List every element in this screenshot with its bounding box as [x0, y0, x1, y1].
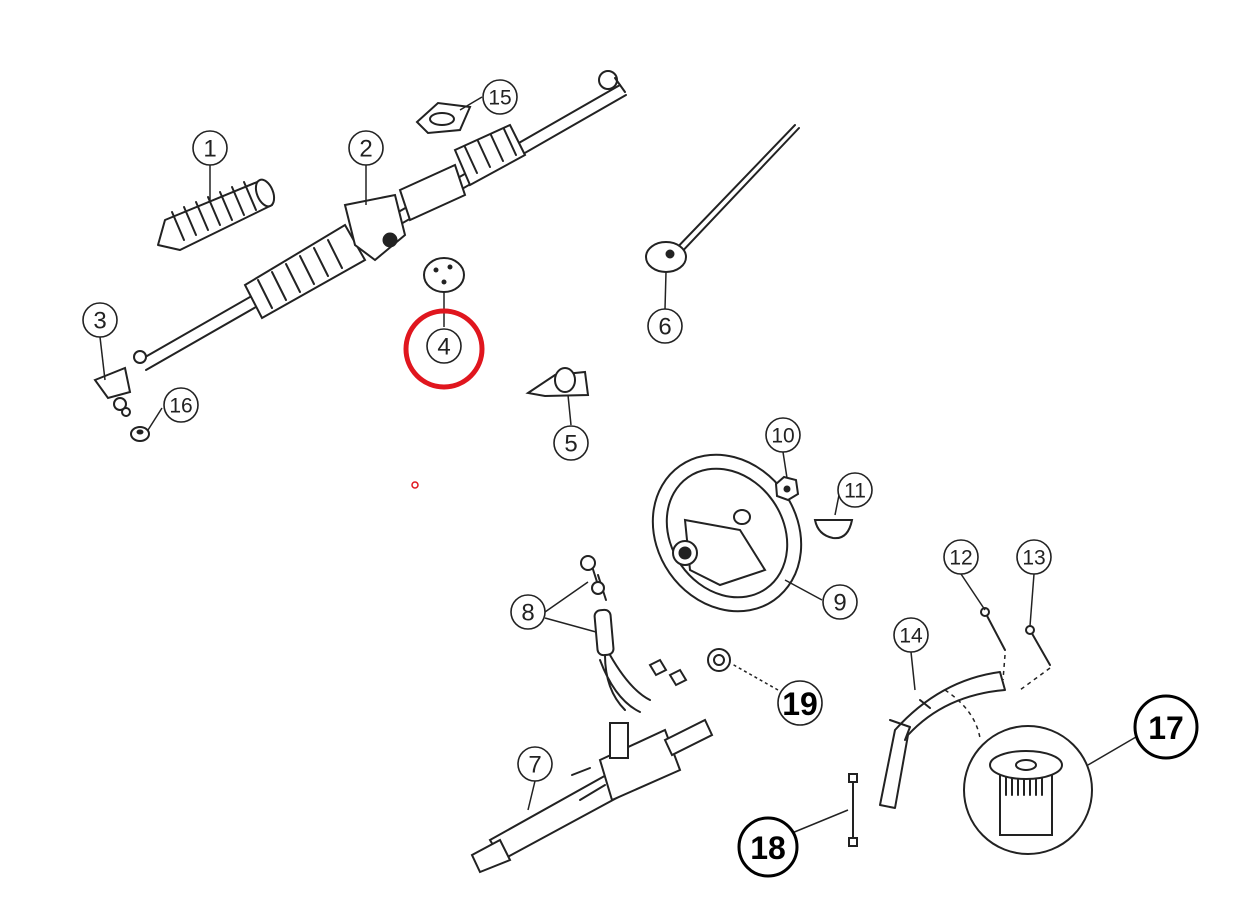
callout-18: 18: [737, 816, 799, 878]
callout-17: 17: [1133, 694, 1199, 760]
svg-text:3: 3: [93, 308, 106, 335]
part-2-steering-rack[interactable]: [133, 70, 627, 371]
svg-text:1: 1: [203, 136, 216, 163]
svg-text:14: 14: [899, 625, 923, 648]
callout-19: 19: [777, 680, 823, 726]
part-14-bracket[interactable]: [879, 671, 1006, 809]
highlight-circle-part-4: [403, 308, 485, 390]
callout-16: 16: [163, 387, 199, 423]
svg-text:7: 7: [528, 752, 541, 779]
callout-12: 12: [943, 539, 979, 575]
part-5-mount[interactable]: [525, 367, 590, 398]
part-16-nut[interactable]: [130, 426, 150, 442]
svg-text:8: 8: [521, 600, 534, 627]
svg-text:18: 18: [750, 830, 786, 866]
callout-5: 5: [553, 425, 589, 461]
part-9-steering-wheel[interactable]: [623, 426, 832, 641]
svg-text:15: 15: [488, 87, 511, 110]
svg-text:10: 10: [771, 425, 794, 448]
callout-1: 1: [192, 130, 228, 166]
part-11-horn-cap[interactable]: [813, 519, 854, 540]
leader-lines: [99, 96, 1137, 834]
part-3-tie-rod-end[interactable]: [93, 366, 132, 417]
part-8-ignition-lock[interactable]: [580, 555, 688, 713]
callout-14: 14: [893, 617, 929, 653]
svg-text:5: 5: [564, 431, 577, 458]
callout-9: 9: [822, 584, 858, 620]
svg-text:13: 13: [1022, 547, 1045, 570]
part-6-shaft[interactable]: [645, 124, 800, 273]
callout-15: 15: [482, 79, 518, 115]
callout-8: 8: [510, 594, 546, 630]
callout-11: 11: [837, 472, 873, 508]
part-19-washer[interactable]: [707, 648, 731, 672]
part-13-pin[interactable]: [1025, 625, 1051, 666]
svg-text:19: 19: [782, 686, 818, 722]
cursor-marker: [411, 481, 419, 489]
part-18-rod[interactable]: [848, 773, 858, 847]
svg-text:9: 9: [833, 590, 846, 617]
part-12-pin[interactable]: [980, 607, 1006, 651]
svg-text:6: 6: [658, 314, 671, 341]
part-1-boot[interactable]: [157, 177, 278, 251]
part-10-nut[interactable]: [774, 475, 800, 502]
part-4-cover-plate[interactable]: [423, 257, 465, 293]
svg-text:17: 17: [1148, 710, 1184, 746]
part-17-bushing-detail[interactable]: [963, 725, 1093, 855]
svg-text:12: 12: [949, 547, 972, 570]
callout-7: 7: [517, 746, 553, 782]
callout-13: 13: [1016, 539, 1052, 575]
callout-6: 6: [647, 308, 683, 344]
callout-2: 2: [348, 130, 384, 166]
part-7-steering-column[interactable]: [470, 718, 714, 874]
svg-text:4: 4: [437, 334, 450, 361]
callout-4: 4: [426, 328, 462, 364]
svg-text:16: 16: [169, 395, 192, 418]
callout-10: 10: [765, 417, 801, 453]
part-15-gasket[interactable]: [415, 101, 472, 135]
svg-text:11: 11: [844, 480, 866, 503]
callout-3: 3: [82, 302, 118, 338]
svg-text:2: 2: [359, 136, 372, 163]
